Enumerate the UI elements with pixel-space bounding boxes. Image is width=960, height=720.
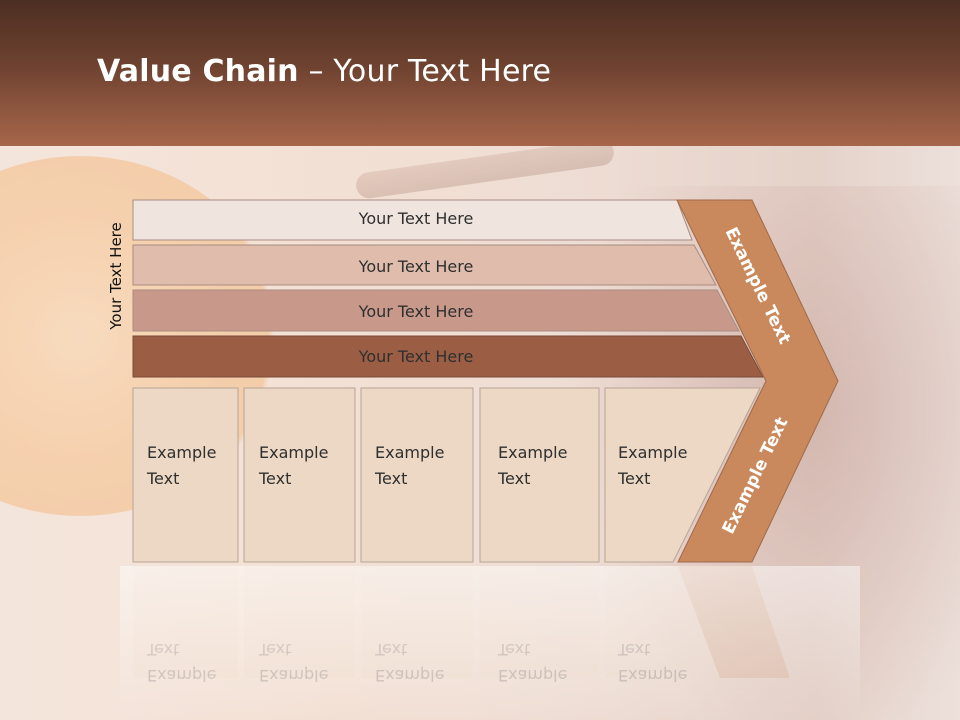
band-4: Your Text Here (132, 335, 764, 378)
column-box (604, 387, 761, 563)
chevron-shape (676, 199, 839, 563)
band-1: Your Text Here (132, 199, 693, 241)
column-5: Example Text (604, 387, 761, 563)
band-label: Your Text Here (358, 347, 474, 366)
column-4: Example Text (479, 387, 600, 563)
column-box (132, 387, 239, 563)
column-line1: Example (498, 443, 567, 462)
column-box (360, 387, 474, 563)
column-line1: Example (147, 443, 216, 462)
chevron-arrow: Example Text Example Text (676, 199, 839, 563)
column-box (243, 387, 356, 563)
band-label: Your Text Here (358, 257, 474, 276)
column-line2: Text (497, 469, 530, 488)
band-2: Your Text Here (132, 244, 717, 286)
column-box (479, 387, 600, 563)
title-rest: – Your Text Here (298, 54, 552, 89)
column-2: Example Text (243, 387, 356, 563)
band-shape (132, 199, 693, 241)
band-label: Your Text Here (358, 302, 474, 321)
column-3: Example Text (360, 387, 474, 563)
band-shape (132, 335, 764, 378)
column-line2: Text (258, 469, 291, 488)
column-line2: Text (146, 469, 179, 488)
column-line2: Text (617, 469, 650, 488)
column-line1: Example (259, 443, 328, 462)
band-label: Your Text Here (358, 209, 474, 228)
band-shape (132, 289, 740, 332)
title-bar: Value Chain – Your Text Here (0, 0, 960, 146)
band-shape (132, 244, 717, 286)
page-title: Value Chain – Your Text Here (97, 54, 551, 89)
column-1: Example Text (132, 387, 239, 563)
title-bold: Value Chain (97, 54, 299, 89)
column-line2: Text (374, 469, 407, 488)
column-line1: Example (375, 443, 444, 462)
band-3: Your Text Here (132, 289, 740, 332)
column-line1: Example (618, 443, 687, 462)
